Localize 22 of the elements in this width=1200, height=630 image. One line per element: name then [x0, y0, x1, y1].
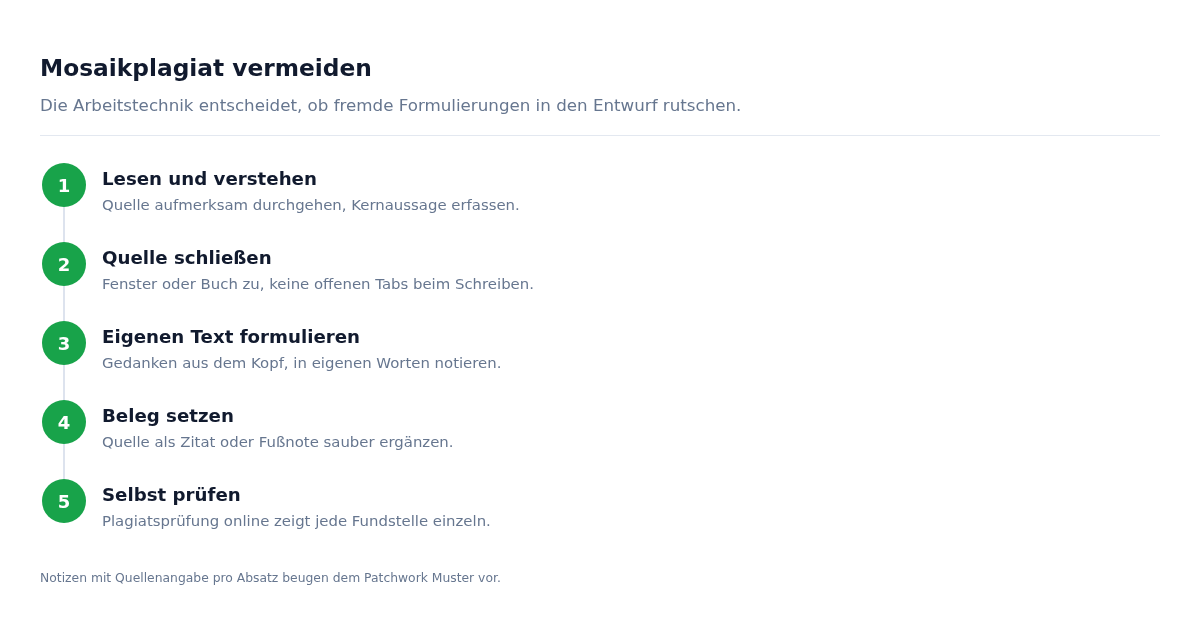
step-circle: 5: [42, 479, 86, 523]
footnote-text: Notizen mit Quellenangabe pro Absatz beugen dem Patchwork Muster vor.: [40, 571, 501, 585]
step-description: Gedanken aus dem Kopf, in eigenen Worten notieren.: [102, 354, 502, 372]
step-circle: 1: [42, 163, 86, 207]
subtitle-text: Die Arbeitstechnik entscheidet, ob fremde Formulierungen in den Entwurf rutschen.: [40, 95, 742, 115]
step-description: Plagiatsprüfung online zeigt jede Fundstelle einzeln.: [102, 512, 491, 530]
step-heading: Eigenen Text formulieren: [102, 326, 361, 347]
step-heading: Quelle schließen: [102, 247, 273, 268]
step-heading: Lesen und verstehen: [102, 168, 318, 189]
connector-line: [63, 206, 65, 243]
page-title: Mosaikplagiat vermeiden: [40, 54, 372, 81]
step-description: Fenster oder Buch zu, keine offenen Tabs beim Schreiben.: [102, 275, 534, 293]
step-circle: 2: [42, 242, 86, 286]
step-heading: Selbst prüfen: [102, 484, 242, 505]
step-description: Quelle als Zitat oder Fußnote sauber ergänzen.: [102, 433, 454, 451]
connector-line: [63, 285, 65, 322]
step-circle: 3: [42, 321, 86, 365]
connector-line: [63, 443, 65, 480]
step-description: Quelle aufmerksam durchgehen, Kernaussage erfassen.: [102, 196, 520, 214]
step-heading: Beleg setzen: [102, 405, 235, 426]
connector-line: [63, 364, 65, 401]
step-circle: 4: [42, 400, 86, 444]
